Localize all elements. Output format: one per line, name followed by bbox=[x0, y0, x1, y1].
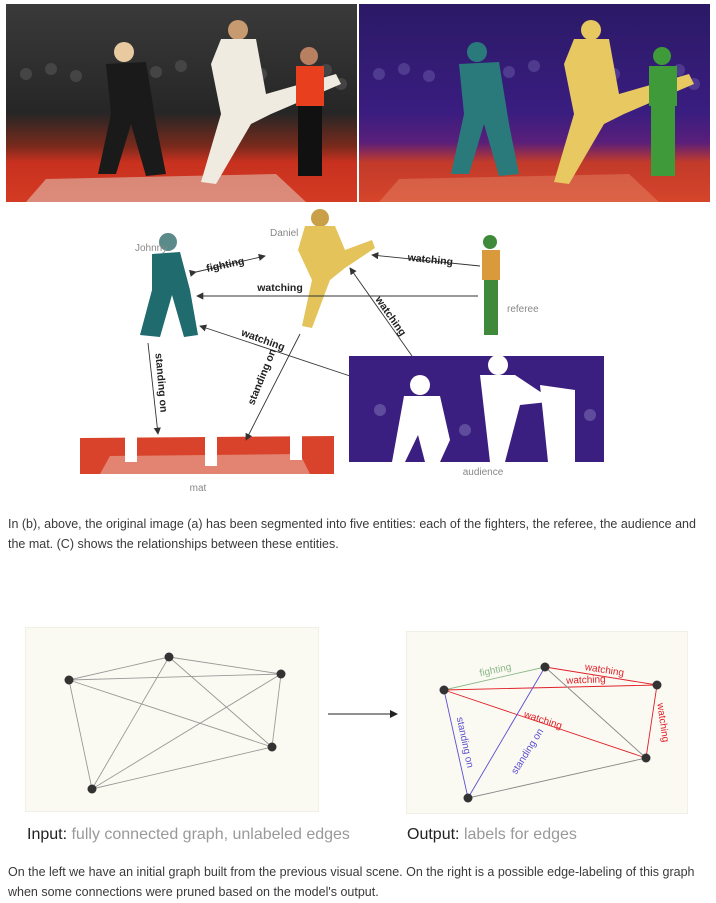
edge-fighting bbox=[189, 253, 266, 277]
edge-audience-watching-johnny bbox=[199, 324, 351, 377]
input-graph bbox=[25, 627, 319, 812]
edge-label-watching-2: watching bbox=[256, 282, 303, 294]
edge-label-fighting: fighting bbox=[205, 255, 245, 275]
output-graph: fighting watching watching watching watc… bbox=[406, 631, 688, 814]
caption-scene-graph: In (b), above, the original image (a) ha… bbox=[8, 517, 696, 551]
edge-referee-watching-daniel bbox=[371, 252, 481, 267]
mat-image bbox=[80, 432, 334, 474]
input-label-head: Input: bbox=[27, 826, 68, 843]
daniel-figure bbox=[298, 209, 375, 328]
output-label: Output: labels for edges bbox=[407, 826, 577, 844]
edge-label-watching-3: watching bbox=[372, 293, 409, 338]
edge-audience-watching-daniel bbox=[349, 267, 413, 357]
edge-label-watching-4: watching bbox=[239, 326, 287, 353]
original-photo bbox=[6, 4, 357, 202]
input-label-sub: fully connected graph, unlabeled edges bbox=[71, 826, 350, 843]
audience-image bbox=[349, 355, 604, 462]
johnny-figure bbox=[140, 233, 198, 337]
edge-daniel-standing-mat bbox=[245, 333, 301, 441]
output-label-head: Output: bbox=[407, 826, 460, 843]
edge-label-watching-1: watching bbox=[406, 252, 454, 269]
transform-arrow bbox=[328, 710, 398, 718]
segmented-photo bbox=[359, 4, 710, 202]
node-label-audience: audience bbox=[463, 467, 504, 478]
caption-graph-labeling: On the left we have an initial graph bui… bbox=[8, 865, 695, 899]
node-label-johnny: Johnny bbox=[135, 243, 167, 254]
edge-label-standing-1: standing on bbox=[152, 353, 169, 413]
input-label: Input: fully connected graph, unlabeled … bbox=[27, 826, 350, 844]
referee-figure bbox=[482, 235, 500, 335]
out-label-watching-b: watching bbox=[565, 674, 606, 686]
edge-johnny-standing-mat bbox=[147, 342, 161, 435]
node-label-daniel: Daniel bbox=[270, 228, 298, 239]
node-label-referee: referee bbox=[507, 304, 539, 315]
output-label-sub: labels for edges bbox=[463, 826, 577, 843]
edge-label-standing-2: standing on bbox=[246, 347, 279, 407]
scene-graph: Johnny Daniel referee mat audience fight… bbox=[80, 209, 604, 494]
node-label-mat: mat bbox=[190, 483, 207, 494]
